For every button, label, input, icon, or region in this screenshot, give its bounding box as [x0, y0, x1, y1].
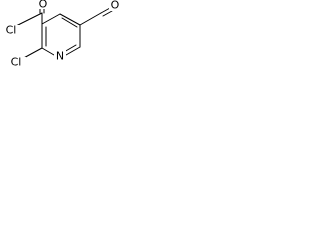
acyl-chloride-cl-label-bg	[3, 25, 21, 36]
ring-chlorine-label: Cl	[11, 56, 22, 69]
aldehyde-oxygen-label-bg	[109, 0, 120, 11]
acyl-oxygen-label: O	[39, 0, 48, 11]
bond-aldehyde-oxygen-b	[102, 10, 113, 17]
bond-c4-c5	[59, 13, 81, 26]
bond-c6-n1	[65, 46, 81, 56]
chemical-structure: O Cl Cl N O	[3, 0, 120, 69]
bond-c3-c4	[41, 13, 61, 25]
ring-chlorine-label-bg	[8, 57, 26, 68]
bond-carbonyl-chlorine	[15, 12, 43, 27]
aldehyde-oxygen-label: O	[111, 0, 120, 12]
bond-c5-aldehyde-carbon	[79, 12, 102, 26]
acyl-oxygen-label-bg	[38, 0, 48, 9]
bond-c4-c5-inner	[61, 17, 78, 28]
acyl-chloride-cl-label: Cl	[6, 24, 17, 37]
atom-labels: O Cl Cl N O	[3, 0, 120, 69]
ring-nitrogen-label-bg	[54, 50, 66, 61]
bond-n1-c2	[41, 47, 55, 56]
ring-nitrogen-label: N	[56, 50, 64, 63]
bond-aldehyde-oxygen-a	[100, 7, 111, 14]
